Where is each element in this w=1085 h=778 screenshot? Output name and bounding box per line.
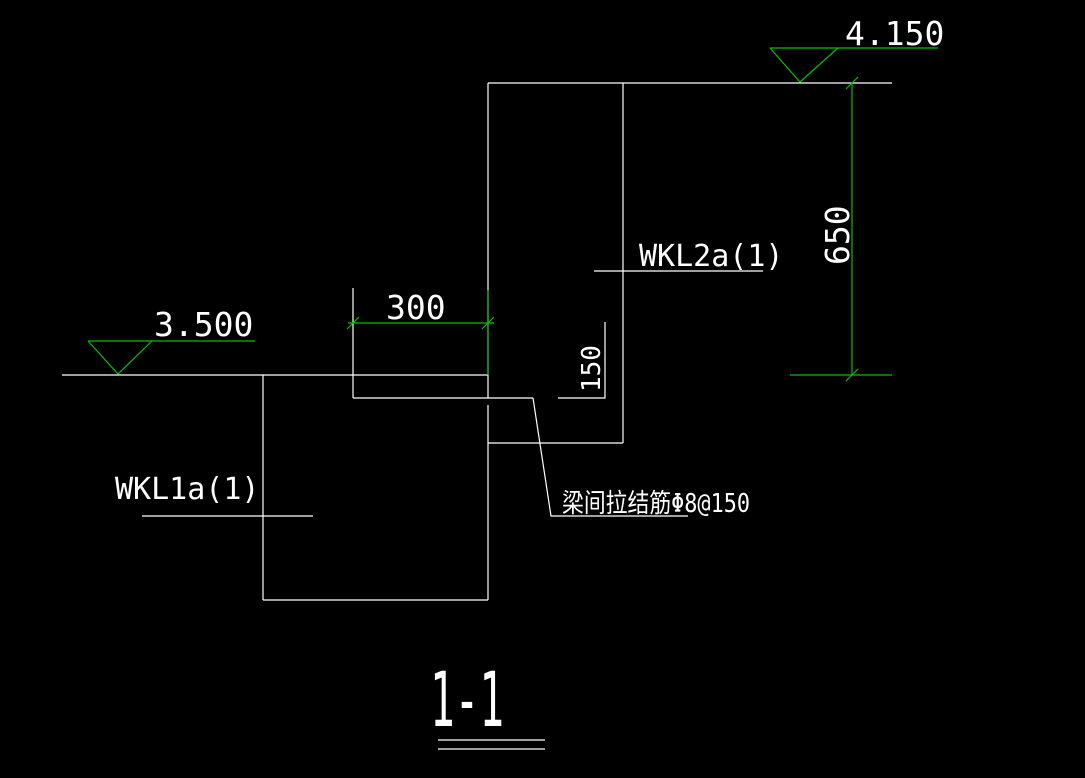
dimension-height-650: 650: [790, 76, 892, 382]
beam-left-label: WKL1a(1): [115, 472, 260, 507]
dim-650-label: 650: [818, 205, 857, 265]
dim-150-leader: [558, 322, 606, 399]
section-title: 1-1: [430, 655, 504, 744]
tie-bar-leader: [532, 397, 688, 517]
dim-300-tick-left: [346, 316, 360, 330]
dim-300-tick-right: [481, 316, 495, 330]
dim-650-tick-top: [845, 76, 859, 90]
elevation-marker-upper: 4.150: [769, 14, 944, 83]
elevation-upper-label: 4.150: [845, 14, 944, 53]
elevation-lower-label: 3.500: [154, 305, 253, 344]
tie-bar-note: 梁间拉结筋Φ8@150: [532, 397, 750, 519]
dimension-width-300: 300: [346, 288, 495, 375]
dim-300-label: 300: [386, 288, 446, 327]
elevation-marker-lower: 3.500: [87, 305, 255, 375]
beam-left-tag: WKL1a(1): [115, 472, 313, 517]
elevation-upper-triangle-icon: [769, 47, 839, 83]
dim-650-tick-bottom: [845, 368, 859, 382]
elevation-lower-triangle-icon: [87, 340, 153, 375]
dimension-offset-150: 150: [558, 322, 607, 399]
beam-right-tag: WKL2a(1): [594, 239, 784, 274]
beam-right-label: WKL2a(1): [639, 239, 784, 274]
section-title-block: 1-1: [430, 655, 545, 750]
dim-150-label: 150: [577, 345, 607, 392]
beam-lower-outline: [62, 288, 533, 601]
tie-bar-note-label: 梁间拉结筋Φ8@150: [562, 489, 750, 519]
